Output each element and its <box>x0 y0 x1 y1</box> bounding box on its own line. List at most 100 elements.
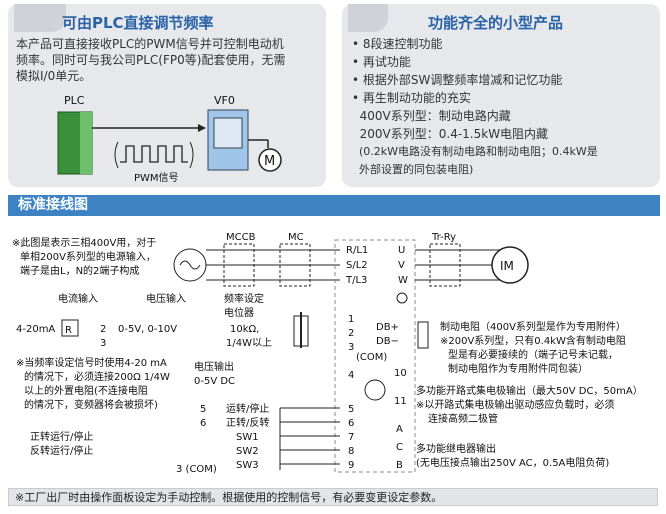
brake-resistor-icon <box>417 321 429 349</box>
relay-a: A <box>396 424 403 435</box>
terminal-t: T/L3 <box>345 275 367 286</box>
brake-note-2: ※200V系列型，只有0.4kW含有制动电阻 <box>440 334 626 347</box>
ctrl-terminal-4: 4 <box>348 370 354 381</box>
motor-icon <box>258 148 282 172</box>
tr-ry-label: Tr-Ry <box>431 232 456 243</box>
feature-item-1: • 8段速控制功能 <box>352 37 443 51</box>
sw3-label: SW3 <box>236 460 259 471</box>
note-line-2: 单相200V系列型的电源输入， <box>20 250 156 263</box>
inverter-body <box>334 239 416 473</box>
left-terminal-5: 5 <box>200 404 206 415</box>
feature-item-3: • 根据外部SW调整频率增减和记忆功能 <box>352 73 563 87</box>
rev-run-stop-label: 反转运行/停止 <box>30 444 93 457</box>
pwm-label: PWM信号 <box>134 172 179 184</box>
signal-arrow <box>198 124 206 132</box>
ctrl-terminal-9: 9 <box>348 460 354 471</box>
note-line-1: ※此图是表示三相400V用，对于 <box>12 236 156 249</box>
fwd-run-stop-label: 正转运行/停止 <box>30 430 93 443</box>
freq-setter-1: 频率设定 <box>224 292 264 305</box>
com-left-label: 3 (COM) <box>176 464 217 475</box>
ctrl-terminal-3: 3 <box>348 342 354 353</box>
feature-item-5: 400V系列型：制动电路内藏 <box>352 109 511 123</box>
terminal-11: 11 <box>394 396 407 407</box>
terminal-10: 10 <box>394 368 407 379</box>
ctrl-terminal-6: 6 <box>348 418 354 429</box>
control-terminals: 1 2 3 (COM) 4 5 6 7 8 9 <box>348 314 387 471</box>
terminal-r: R/L1 <box>346 245 368 256</box>
relay-c: C <box>396 442 403 453</box>
left-terminal-2: 2 <box>100 324 106 335</box>
fwd-rev-label: 正转/反转 <box>226 416 269 429</box>
terminal-v: V <box>398 260 405 271</box>
open-collector-1: 多功能开路式集电极输出（最大50V DC，50mA） <box>416 384 643 397</box>
feature-item-6: 200V系列型：0.4-1.5kW电阻内藏 <box>352 127 549 141</box>
vf-label: VF0 <box>214 94 235 107</box>
motor-im-icon <box>491 246 529 284</box>
range-0-5v: 0-5V, 0-10V <box>118 324 177 335</box>
feature-item-4: • 再生制动功能的充实 <box>352 91 471 105</box>
open-collector-2: ※以开路式集电极输出驱动感应负载时，必须 <box>416 398 614 411</box>
transistor-icon <box>364 379 386 401</box>
relay-b: B <box>396 460 403 471</box>
open-collector-3: 连接高频二极管 <box>428 412 498 425</box>
mc-label: MC <box>288 232 304 243</box>
note-4-20-2: 的情况下，必须连接200Ω 1/4W <box>24 370 170 383</box>
plc-device-strip <box>80 112 92 174</box>
note-4-20-3: 以上的外置电阻(不连接电阻 <box>24 384 148 397</box>
ctrl-terminal-2: 2 <box>348 328 354 339</box>
tr-ry-box <box>429 243 461 287</box>
footer-note: ※工厂出厂时由操作面板设定为手动控制。根据使用的控制信号，有必要变更设定参数。 <box>8 488 658 506</box>
ground-icon <box>396 292 408 304</box>
ac-wave <box>179 260 201 270</box>
terminal-u: U <box>398 245 405 256</box>
right-panel-title: 功能齐全的小型产品 <box>428 14 564 32</box>
resistor-label: R <box>65 325 72 336</box>
ctrl-terminal-1: 1 <box>348 314 354 325</box>
left-panel-body-3: 模拟I/0单元。 <box>16 69 92 83</box>
brake-note-1: 制动电阻（400V系列型是作为专用附件） <box>440 320 626 333</box>
freq-setter-4: 1/4W以上 <box>226 337 272 349</box>
brake-note-3: 型是有必要接续的（端子记号未记载， <box>448 348 618 361</box>
plc-vf-illustration: PLC PWM信号 VF0 M <box>57 94 282 184</box>
pwm-waveform <box>120 145 188 163</box>
mccb-label: MCCB <box>226 232 256 243</box>
db-minus: DB− <box>376 336 399 347</box>
plc-label: PLC <box>64 94 85 107</box>
features-panel <box>342 4 660 187</box>
ctrl-terminal-5: 5 <box>348 404 354 415</box>
motor-im-label: IM <box>500 259 514 273</box>
current-input-label: 电流输入 <box>58 292 98 305</box>
left-panel-title: 可由PLC直接调节频率 <box>62 14 214 32</box>
note-4-20-1: ※当频率设定信号时使用4-20 mA <box>16 356 167 369</box>
pwm-bracket-right <box>189 141 194 169</box>
feature-item-8: 外部设置的同包装电阻) <box>352 163 474 176</box>
run-stop-label: 运转/停止 <box>226 402 269 415</box>
voltage-input-label: 电压输入 <box>146 292 186 305</box>
panel-number-badge <box>14 4 66 32</box>
brake-note-4: 制动电阻作为专用附件同包装） <box>448 362 588 375</box>
mccb-box <box>223 243 255 287</box>
left-terminal-6: 6 <box>200 418 206 429</box>
sw1-label: SW1 <box>236 432 259 443</box>
terminal-s: S/L2 <box>346 260 368 271</box>
section-header-wiring: 标准接线图 <box>8 195 660 216</box>
db-plus: DB+ <box>376 322 399 333</box>
ctrl-terminal-7: 7 <box>348 432 354 443</box>
voltage-output-1: 电压输出 <box>194 360 234 373</box>
ctrl-com-label: (COM) <box>356 352 387 363</box>
relay-out-1: 多功能继电器输出 <box>416 442 496 455</box>
ctrl-terminal-8: 8 <box>348 446 354 457</box>
relay-out-2: (无电压接点输出250V AC，0.5A电阻负荷) <box>416 456 609 469</box>
mc-box <box>279 243 311 287</box>
freq-setter-3: 10kΩ, <box>230 324 259 335</box>
motor-label: M <box>264 154 275 169</box>
feature-item-7: (0.2kW电路没有制动电路和制动电阻；0.4kW是 <box>352 145 598 158</box>
wiring-diagram: ※此图是表示三相400V用，对于 单相200V系列型的电源输入， 端子是由L，N… <box>12 232 643 475</box>
left-terminal-3: 3 <box>100 338 106 349</box>
panel-number-badge-right <box>348 4 388 32</box>
sw2-label: SW2 <box>236 446 259 457</box>
voltage-output-2: 0-5V DC <box>194 376 235 387</box>
left-panel-body-2: 频率。同时可与我公司PLC(FP0等)配套使用，无需 <box>16 53 286 67</box>
note-line-3: 端子是由L，N的2端子构成 <box>20 264 139 277</box>
pwm-bracket-left <box>114 141 119 169</box>
